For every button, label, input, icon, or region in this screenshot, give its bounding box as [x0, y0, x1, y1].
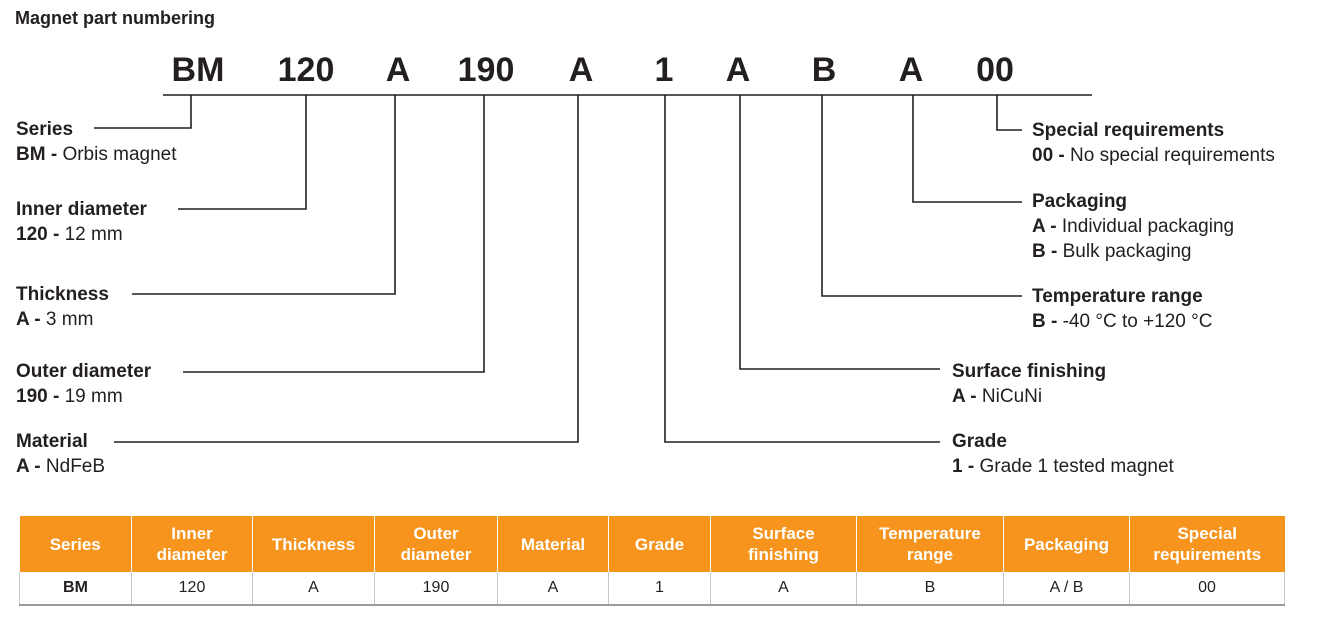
- page-title: Magnet part numbering: [15, 8, 216, 28]
- label-grade: Grade 1 - Grade 1 tested magnet: [952, 429, 1174, 479]
- label-text: -40 °C to +120 °C: [1062, 311, 1213, 332]
- table-cell: A: [497, 572, 609, 606]
- connector-packaging: [912, 95, 1022, 203]
- table-header-cell: Surface finishing: [710, 516, 857, 572]
- table-header-cell: Outer diameter: [374, 516, 498, 572]
- connector-surface-finishing: [739, 95, 940, 370]
- table-row: BM 120 A 190 A 1 A B A / B 00: [19, 572, 1285, 606]
- label-key: BM -: [16, 144, 58, 165]
- label-series: Series BM - Orbis magnet: [16, 117, 176, 167]
- code-segment-packaging: A: [898, 51, 924, 89]
- label-material: Material A - NdFeB: [16, 429, 105, 479]
- label-heading: Special requirements: [1032, 120, 1225, 141]
- label-inner-diameter: Inner diameter 120 - 12 mm: [16, 197, 147, 247]
- label-key: 1 -: [952, 456, 975, 477]
- label-key: B -: [1032, 241, 1058, 262]
- label-special-requirements: Special requirements 00 - No special req…: [1032, 118, 1275, 168]
- label-text: 12 mm: [64, 224, 123, 245]
- label-text: Grade 1 tested magnet: [979, 456, 1174, 477]
- table-cell: B: [856, 572, 1004, 606]
- code-segment-temperature-range: B: [811, 51, 837, 89]
- connector-material: [114, 95, 579, 443]
- label-key: A -: [1032, 216, 1057, 237]
- label-text: Individual packaging: [1061, 216, 1235, 237]
- label-text: No special requirements: [1070, 145, 1275, 166]
- label-heading: Temperature range: [1032, 286, 1203, 307]
- code-segment-surface-finishing: A: [725, 51, 751, 89]
- label-text: NdFeB: [45, 456, 106, 477]
- table-cell: A / B: [1003, 572, 1130, 606]
- table-header-cell: Grade: [608, 516, 711, 572]
- part-number-table: Series Inner diameter Thickness Outer di…: [19, 516, 1285, 606]
- table-cell: 1: [608, 572, 711, 606]
- label-key: 120 -: [16, 224, 60, 245]
- connector-thickness: [132, 95, 396, 295]
- label-text: Orbis magnet: [62, 144, 177, 165]
- label-key: B -: [1032, 311, 1058, 332]
- table-cell: 190: [374, 572, 498, 606]
- table-header-cell: Packaging: [1003, 516, 1130, 572]
- code-segment-thickness: A: [385, 51, 411, 89]
- connector-outer-diameter: [183, 95, 485, 373]
- label-text: 19 mm: [64, 386, 123, 407]
- table-header-row: Series Inner diameter Thickness Outer di…: [19, 516, 1285, 572]
- label-outer-diameter: Outer diameter 190 - 19 mm: [16, 359, 151, 409]
- table-cell: BM: [19, 572, 132, 606]
- code-segment-material: A: [568, 51, 594, 89]
- label-text: NiCuNi: [981, 386, 1043, 407]
- label-key: 00 -: [1032, 145, 1065, 166]
- connector-special-requirements: [996, 95, 1022, 131]
- connector-series: [94, 95, 192, 129]
- label-packaging: Packaging A - Individual packaging B - B…: [1032, 189, 1234, 264]
- label-key: A -: [952, 386, 977, 407]
- table-cell: 00: [1129, 572, 1285, 606]
- label-heading: Material: [16, 431, 88, 452]
- code-segment-series: BM: [171, 51, 225, 89]
- label-key: 190 -: [16, 386, 60, 407]
- label-text: Bulk packaging: [1062, 241, 1192, 262]
- code-segment-grade: 1: [654, 51, 674, 89]
- code-segment-special-requirements: 00: [976, 51, 1014, 89]
- code-segment-outer-diameter: 190: [457, 51, 515, 89]
- code-segment-inner-diameter: 120: [277, 51, 335, 89]
- table-cell: A: [710, 572, 857, 606]
- label-text: 3 mm: [45, 309, 94, 330]
- table-cell: A: [252, 572, 375, 606]
- label-temperature-range: Temperature range B - -40 °C to +120 °C: [1032, 284, 1212, 334]
- label-key: A -: [16, 309, 41, 330]
- label-heading: Series: [16, 119, 74, 140]
- connector-temperature-range: [821, 95, 1022, 297]
- connector-grade: [664, 95, 940, 443]
- table-header-cell: Series: [19, 516, 132, 572]
- table-header-cell: Temperature range: [856, 516, 1004, 572]
- label-heading: Packaging: [1032, 191, 1128, 212]
- label-heading: Surface finishing: [952, 361, 1107, 382]
- table-header-cell: Thickness: [252, 516, 375, 572]
- label-heading: Grade: [952, 431, 1007, 452]
- label-heading: Thickness: [16, 284, 109, 305]
- label-surface-finishing: Surface finishing A - NiCuNi: [952, 359, 1106, 409]
- label-heading: Outer diameter: [16, 361, 152, 382]
- label-key: A -: [16, 456, 41, 477]
- table-header-cell: Inner diameter: [131, 516, 253, 572]
- table-cell: 120: [131, 572, 253, 606]
- label-heading: Inner diameter: [16, 199, 147, 220]
- table-header-cell: Special requirements: [1129, 516, 1285, 572]
- label-thickness: Thickness A - 3 mm: [16, 282, 109, 332]
- connector-inner-diameter: [178, 95, 307, 210]
- table-header-cell: Material: [497, 516, 609, 572]
